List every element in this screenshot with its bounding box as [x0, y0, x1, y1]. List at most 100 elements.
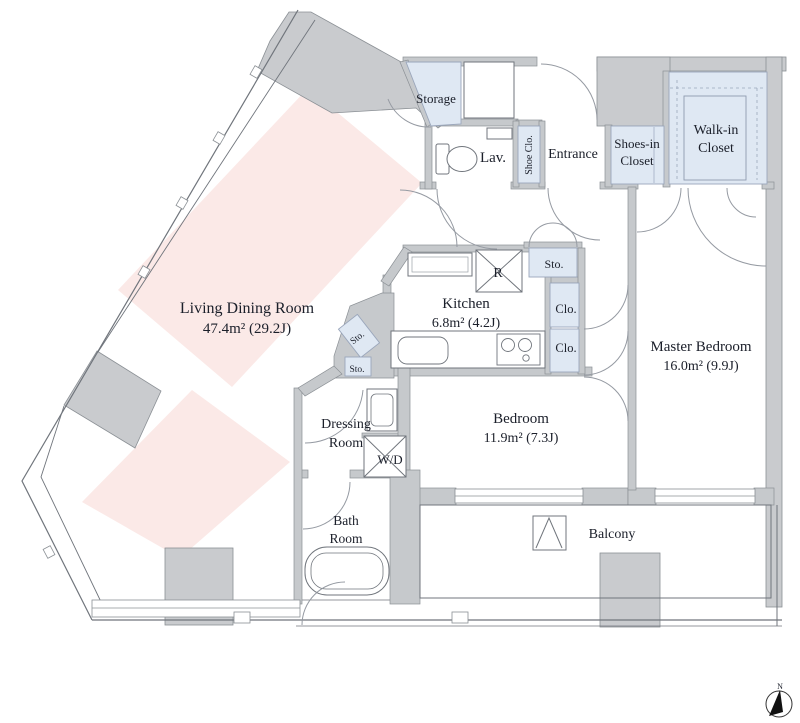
- kitchen-label: Kitchen: [442, 296, 490, 312]
- storage-label: Storage: [416, 91, 456, 106]
- walk-in-closet-room: [668, 71, 768, 185]
- corridor-block: [596, 56, 671, 127]
- wall-segment: [545, 276, 583, 284]
- door-arc-hall-living: [399, 189, 458, 248]
- stove-burner: [501, 338, 515, 352]
- washer-dryer-label: W/D: [377, 452, 402, 467]
- storage-small-rotated-room: [337, 313, 381, 359]
- window-post: [451, 611, 469, 624]
- lavatory-shelf: [486, 127, 513, 140]
- walk-in-closet-label-2: Closet: [698, 141, 734, 156]
- living-highlight-lower: [82, 390, 290, 558]
- closet-upper-room: [549, 282, 580, 328]
- door-arc-closet-upper: [583, 284, 629, 330]
- bath-room-label-1: Bath: [333, 513, 359, 528]
- door-arc-entrance: [540, 63, 598, 121]
- storage-small-room: [344, 356, 372, 377]
- wall-segment: [581, 487, 629, 506]
- master-bedroom-area: 16.0m² (9.9J): [663, 359, 739, 374]
- closet-rooms: [337, 61, 768, 377]
- windows: [91, 488, 756, 624]
- compass: N: [765, 682, 793, 718]
- compass-north-label: N: [777, 682, 783, 691]
- stove-burner-small: [522, 354, 530, 362]
- lavatory-label: Lav.: [480, 150, 506, 166]
- inner-diagonal-wall-lower: [40, 405, 104, 607]
- kitchen-area: 6.8m² (4.2J): [432, 316, 501, 331]
- door-arc-master-left: [636, 187, 682, 233]
- balcony-outline: [419, 504, 772, 599]
- door-arc-entrance-hall: [547, 187, 601, 241]
- walk-in-closet-label-1: Walk-in: [694, 123, 739, 138]
- door-arc-dressing: [304, 389, 364, 444]
- wall-segment: [523, 241, 583, 249]
- closet-lower-label: Clo.: [555, 341, 576, 355]
- outer-diagonal-wall: [21, 9, 299, 621]
- balcony-structure: [419, 504, 778, 626]
- living-room-label: Living Dining Room: [180, 300, 315, 317]
- kitchen-counter: [390, 330, 546, 369]
- window-tick: [137, 265, 151, 279]
- wall-segment: [627, 487, 657, 506]
- labels: Living Dining Room 47.4m² (29.2J) Storag…: [180, 91, 752, 546]
- dressing-room-label-1: Dressing: [321, 417, 371, 432]
- shoe-closet-room: [517, 125, 541, 184]
- hall-storage-room: [528, 247, 578, 278]
- doors: [301, 63, 767, 626]
- kitchen-upper-cabinet-inner: [411, 256, 469, 273]
- door-arc-closet-lower: [583, 330, 629, 376]
- balcony-divider: [599, 552, 661, 628]
- window-tick: [212, 131, 226, 145]
- walk-in-closet-inner: [683, 95, 747, 181]
- left-wall-pillar: [63, 350, 162, 449]
- dressing-slant-wall: [297, 365, 343, 397]
- refrigerator-cross: [475, 249, 523, 293]
- exterior-structures: [63, 11, 787, 628]
- exterior-lines: [21, 9, 782, 627]
- window-post: [233, 611, 251, 624]
- closet-upper-label: Clo.: [555, 302, 576, 316]
- wall-segment: [389, 469, 421, 605]
- bathtub-inner: [310, 552, 384, 590]
- floor-highlights: [82, 88, 422, 558]
- door-arc-master-right: [687, 187, 767, 267]
- washbasin: [366, 388, 398, 432]
- fixtures: [304, 61, 546, 596]
- stove: [496, 333, 541, 366]
- living-highlight-upper: [118, 88, 422, 387]
- window-tick: [42, 545, 56, 559]
- window-tick: [175, 196, 189, 210]
- wall-segment: [753, 487, 775, 506]
- bedroom-label: Bedroom: [493, 411, 549, 427]
- wall-segment: [293, 387, 303, 605]
- wall-segment: [515, 119, 543, 127]
- wall-segment: [424, 118, 433, 190]
- washbasin-inner: [370, 393, 394, 427]
- shoes-in-closet-label-1: Shoes-in: [614, 136, 660, 151]
- closet-lower-room: [549, 328, 580, 373]
- master-bedroom-label: Master Bedroom: [650, 339, 752, 355]
- living-window-band: [91, 599, 301, 618]
- inner-diagonal-wall-upper: [97, 19, 316, 353]
- evacuation-hatch-marks: [535, 516, 563, 549]
- window-ticks: [42, 65, 263, 559]
- door-arc-walk-in: [726, 187, 757, 218]
- entrance-label: Entrance: [548, 147, 598, 162]
- bath-room-label-2: Room: [329, 531, 363, 546]
- kitchen-sink: [397, 336, 449, 365]
- shoes-in-closet-label-2: Closet: [620, 153, 654, 168]
- refrigerator-label: R: [493, 266, 503, 281]
- bedroom-area: 11.9m² (7.3J): [484, 431, 559, 446]
- right-outer-wall: [765, 56, 783, 608]
- stove-burner: [518, 338, 532, 352]
- window-tick: [249, 65, 263, 79]
- toilet-bowl: [446, 146, 478, 172]
- door-arc-bedroom: [583, 376, 629, 422]
- walk-in-closet-rails: [670, 80, 764, 180]
- wall-segment: [761, 181, 775, 190]
- door-arc-balcony-living: [301, 581, 346, 626]
- living-room-area: 47.4m² (29.2J): [203, 321, 291, 337]
- shoes-in-closet-room: [610, 125, 665, 185]
- shoe-closet-label: Shoe Clo.: [524, 135, 535, 174]
